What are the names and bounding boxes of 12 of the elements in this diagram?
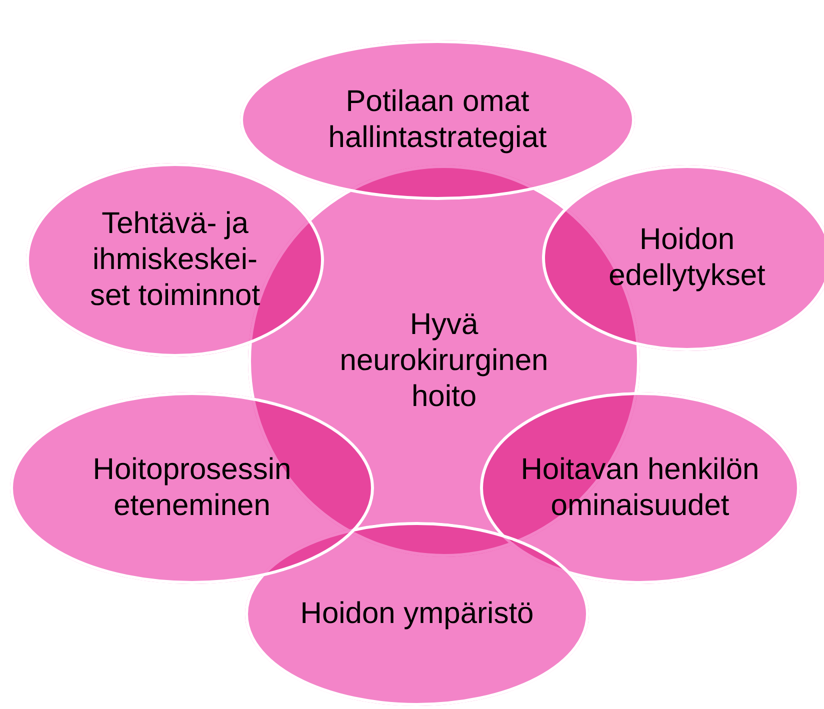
topic-text: Potilaan omat hallintastrategiat [327,84,548,156]
topic-text: Tehtävä- ja ihmiskeskei- set toiminnot [88,206,262,314]
topic-ellipse [10,392,374,584]
topic-ellipse [240,40,635,200]
topic-ellipse [480,392,800,584]
topic-text: Hyvä neurokirurginen hoito [338,307,550,415]
topic-ellipse [245,522,589,706]
topic-text: Hoitavan henkilön ominaisuudet [520,452,760,524]
topic-text: Hoidon edellytykset [608,222,766,294]
topic-text: Hoidon ympäristö [300,596,534,632]
topic-ellipse [26,163,324,357]
topic-text: Hoitoprosessin eteneminen [92,452,292,524]
